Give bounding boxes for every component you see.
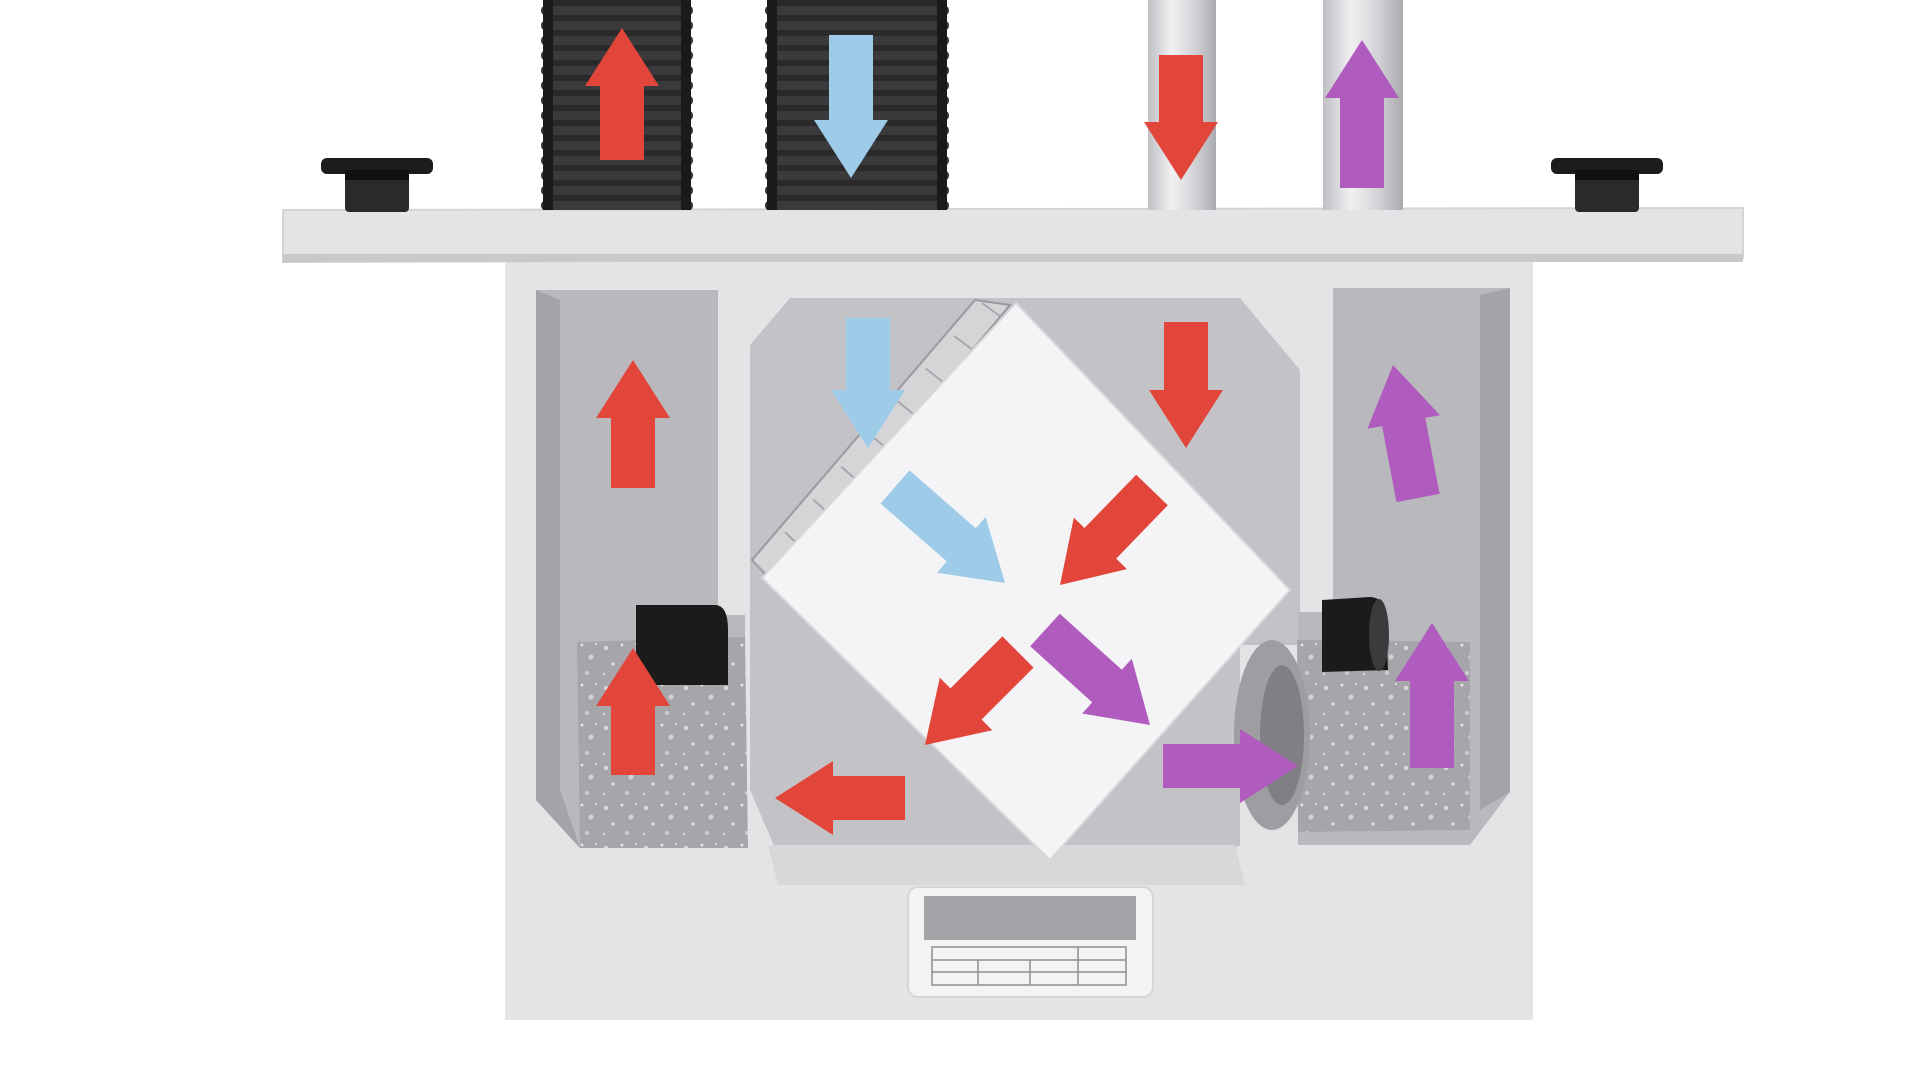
mounting-knob-left: [321, 158, 433, 212]
arrow-duct-supply-up: [1325, 40, 1399, 188]
unit-housing: [282, 158, 1744, 1020]
arrow-left-chamber-up: [596, 360, 670, 488]
arrow-fresh-into-core: [831, 318, 905, 448]
arrow-exhaust-left: [775, 761, 905, 835]
arrow-right-chamber-up: [1367, 365, 1441, 503]
airflow-arrows: [585, 28, 1469, 835]
arrow-core-exhaust-diag: [925, 636, 1034, 745]
ducts: [541, 0, 1403, 210]
top-flange: [282, 206, 1744, 264]
right-chamber-wall: [1480, 288, 1510, 810]
mounting-knob-right: [1551, 158, 1663, 212]
arrow-duct-fresh-down: [814, 35, 888, 178]
rating-plate-label-area: [924, 896, 1136, 940]
arrow-core-extract-diag: [1060, 474, 1168, 585]
arrow-supply-right: [1163, 729, 1298, 803]
arrow-extract-into-core: [1149, 322, 1223, 448]
arrow-core-supply-diag: [1030, 613, 1150, 725]
fan-left: [636, 605, 728, 685]
flange-shadow: [283, 254, 1743, 262]
arrow-core-fresh-diag: [880, 470, 1005, 583]
heat-exchanger-core: [760, 301, 1292, 862]
arrow-duct-steel-down: [1144, 55, 1218, 180]
rating-plate-table: [931, 946, 1127, 986]
left-chamber-wall: [536, 290, 580, 848]
arrow-left-filter-up: [596, 648, 670, 775]
core-plinth: [768, 845, 1245, 885]
arrow-right-filter-up: [1395, 623, 1469, 768]
arrow-duct-left-up: [585, 28, 659, 160]
